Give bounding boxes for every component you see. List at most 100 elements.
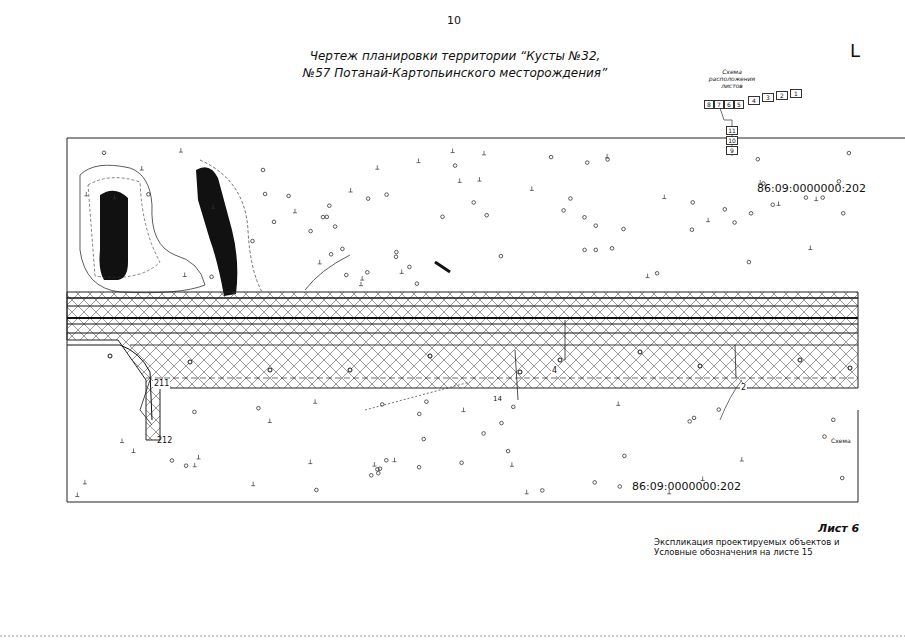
- tree-mark: [618, 485, 622, 489]
- tree-mark: [623, 454, 627, 458]
- tree-mark: [583, 216, 587, 220]
- tree-mark: [184, 464, 188, 468]
- grass-mark: [313, 399, 317, 403]
- hatched-corridor: [67, 292, 858, 440]
- tree-mark: [583, 248, 587, 252]
- pipeline: [67, 333, 858, 334]
- grass-mark: [451, 149, 455, 153]
- grass-mark: [140, 166, 144, 170]
- grass-mark: [701, 477, 705, 481]
- cadastral-number: 86:09:0000000:202: [757, 182, 866, 195]
- grass-mark: [777, 201, 781, 205]
- tree-mark: [376, 468, 380, 472]
- pipeline: [67, 297, 858, 299]
- grass-mark: [458, 178, 462, 182]
- scheme-title: Схема расположения листов: [702, 68, 762, 90]
- survey-point: [428, 354, 432, 358]
- sheet-box: 4: [748, 96, 760, 105]
- contour-line: [80, 165, 205, 292]
- pipeline: [67, 345, 152, 420]
- point-number: 211: [153, 379, 170, 389]
- tree-mark: [366, 197, 370, 201]
- grass-mark: [740, 457, 744, 461]
- grass-mark: [525, 490, 529, 494]
- tree-mark: [333, 225, 337, 229]
- tree-mark: [594, 224, 598, 228]
- track: [305, 255, 350, 290]
- tree-mark: [690, 228, 694, 232]
- grass-mark: [375, 165, 379, 169]
- grass-mark: [616, 401, 620, 405]
- tree-mark: [328, 204, 332, 208]
- grass-mark: [193, 463, 197, 467]
- tree-mark: [841, 212, 845, 216]
- frame-line: [858, 410, 859, 502]
- contour-line: [88, 178, 160, 278]
- grass-mark: [349, 188, 353, 192]
- tree-mark: [329, 253, 333, 257]
- tree-mark: [460, 461, 464, 465]
- point-number: 4: [551, 366, 558, 376]
- tree-mark: [422, 437, 426, 441]
- sheet-box: 5: [734, 100, 744, 109]
- tree-mark: [594, 248, 598, 252]
- tree-mark: [341, 247, 345, 251]
- grass-mark: [478, 177, 482, 181]
- sheet-number: 1: [794, 90, 798, 97]
- tree-mark: [622, 227, 626, 231]
- tree-mark: [747, 260, 751, 264]
- sheet-box: 10: [726, 136, 738, 145]
- tree-mark: [385, 459, 389, 463]
- point-number: 14: [492, 395, 503, 403]
- drawing-title: Чертеж планировки территории “Кусты №32,…: [300, 48, 610, 83]
- grass-mark: [530, 186, 534, 190]
- lake: [100, 191, 129, 280]
- grass-mark: [75, 493, 79, 497]
- tree-mark: [593, 481, 597, 485]
- tree-mark: [756, 157, 760, 161]
- grass-mark: [308, 460, 312, 464]
- grass-mark: [113, 195, 117, 199]
- grass-mark: [179, 148, 183, 152]
- tree-mark: [499, 254, 503, 258]
- sheet-number: 3: [766, 94, 770, 101]
- page-edge: [0, 636, 905, 637]
- terrain-marks: [75, 148, 852, 496]
- sheet-number: 7: [717, 101, 721, 108]
- tree-mark: [823, 435, 827, 439]
- tree-mark: [441, 215, 445, 219]
- tree-mark: [366, 271, 370, 275]
- grass-mark: [393, 458, 397, 462]
- track: [435, 262, 450, 272]
- tree-mark: [102, 151, 106, 155]
- tree-mark: [380, 403, 384, 407]
- tree-mark: [321, 215, 325, 219]
- tree-mark: [453, 164, 457, 168]
- survey-point: [108, 354, 112, 358]
- tree-mark: [655, 272, 659, 276]
- reference-note: Экспликация проектируемых объектов и Усл…: [654, 537, 849, 557]
- tree-mark: [315, 488, 319, 492]
- road: [67, 317, 858, 319]
- sheet-box: 3: [762, 93, 774, 102]
- survey-point: [268, 368, 272, 372]
- sheet-number: 4: [752, 97, 756, 104]
- tree-mark: [263, 192, 267, 196]
- legend-fragment: Схема: [830, 437, 852, 444]
- sheet-number: 2: [780, 92, 784, 99]
- corner-mark: L: [850, 40, 860, 62]
- tree-mark: [482, 432, 486, 436]
- sheet-box: 2: [776, 91, 788, 100]
- grass-mark: [417, 159, 421, 163]
- sheet-box: 9: [726, 146, 738, 155]
- sheet-box: 8: [704, 100, 714, 109]
- sheet-number: 5: [737, 101, 741, 108]
- leader: [735, 345, 736, 378]
- grass-mark: [400, 269, 404, 273]
- survey-point: [848, 366, 852, 370]
- point-number: 212: [157, 436, 172, 446]
- grass-mark: [462, 408, 466, 412]
- pipeline: [67, 306, 858, 307]
- grass-mark: [183, 273, 187, 277]
- grass-mark: [197, 455, 201, 459]
